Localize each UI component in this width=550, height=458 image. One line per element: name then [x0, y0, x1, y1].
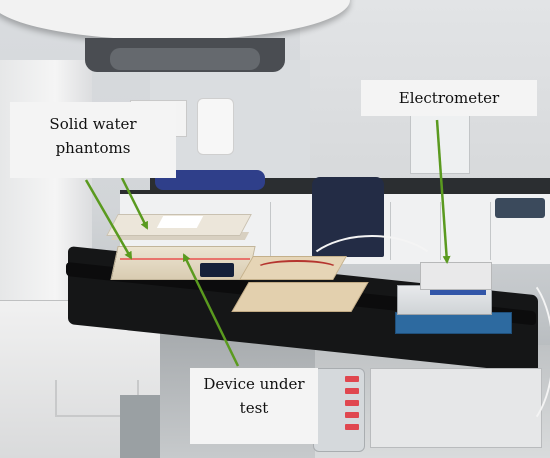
- arrow-solid-water-2: [84, 179, 133, 260]
- electrometer: [420, 262, 492, 290]
- solid-water-phantoms-label: Solid water phantoms: [10, 102, 176, 178]
- indicator-light: [345, 400, 359, 406]
- red-cable: [255, 260, 339, 278]
- indicator-light: [345, 424, 359, 430]
- electrometer-label: Electrometer: [361, 80, 537, 116]
- cabinet-door: [440, 202, 483, 260]
- solid-water-label-line1: Solid water: [49, 115, 137, 133]
- device-under-test-label: Device under test: [190, 368, 318, 444]
- collimator-face: [110, 48, 260, 70]
- device-under-test-label-line2: test: [239, 399, 269, 417]
- wall-dispenser: [197, 98, 234, 155]
- indicator-light: [345, 412, 359, 418]
- white-cable: [300, 235, 444, 319]
- indicator-light: [345, 388, 359, 394]
- arrow-electrometer: [435, 119, 451, 264]
- counter-device: [495, 198, 545, 218]
- arrow-solid-water-1: [120, 177, 149, 230]
- electrometer-display-stripe: [430, 289, 486, 295]
- cabinet-door: [270, 202, 313, 260]
- arrow-device-under-test: [182, 253, 240, 367]
- indicator-light: [345, 376, 359, 382]
- cabinet-door: [490, 202, 533, 260]
- cabinet-door: [390, 202, 433, 260]
- device-under-test-label-line1: Device under: [203, 375, 305, 393]
- solid-water-label-line2: phantoms: [55, 139, 131, 157]
- device-under-test: [200, 263, 234, 277]
- blue-cushion: [155, 170, 265, 190]
